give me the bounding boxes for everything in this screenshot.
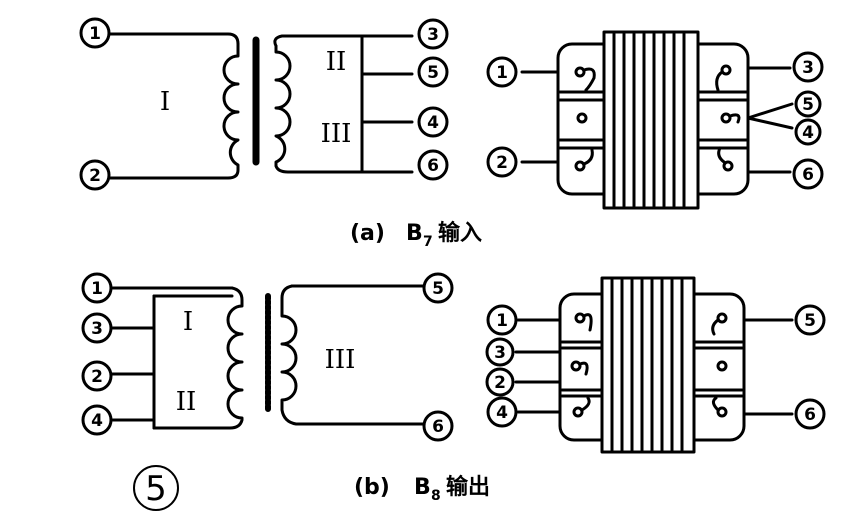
terminal-label: 6 xyxy=(804,405,816,425)
terminal-label: 3 xyxy=(494,343,506,363)
terminal-label: 3 xyxy=(802,58,814,78)
terminal-6-a xyxy=(417,149,449,181)
terminal-label: 3 xyxy=(91,319,103,339)
terminal-3-a xyxy=(417,18,449,50)
terminal-labels-core-a: 1 2 3 5 4 6 xyxy=(496,58,814,185)
terminal-label: 6 xyxy=(802,165,814,185)
winding-ii-iii-coil-a xyxy=(273,34,414,48)
terminal-label: 1 xyxy=(91,279,103,299)
core-view-a xyxy=(520,30,794,210)
laminated-core-b xyxy=(600,276,696,454)
winding-label: II xyxy=(176,387,197,417)
figure-number: 5 xyxy=(133,465,179,511)
winding-i-coil-a xyxy=(108,32,240,46)
terminal-label: 4 xyxy=(802,123,814,143)
terminal-label: 6 xyxy=(432,417,444,437)
terminal-label: 2 xyxy=(89,166,101,186)
terminal-label: 1 xyxy=(89,24,101,44)
terminal-1-a xyxy=(79,17,111,49)
terminal-5-a xyxy=(417,56,449,88)
winding-label: II xyxy=(326,47,347,77)
figure-number-label: 5 xyxy=(145,469,167,509)
caption-text: 输出 xyxy=(446,474,490,500)
winding-label: III xyxy=(325,345,356,375)
laminated-core-a xyxy=(602,30,700,210)
terminal-label: 5 xyxy=(432,279,444,299)
core-view-b xyxy=(514,276,794,454)
caption-b: (b) B 8 输出 xyxy=(354,474,490,504)
terminal-label: 5 xyxy=(802,95,814,115)
terminal-labels-core-b: 1 3 2 4 5 6 xyxy=(494,311,816,425)
caption-prefix: B xyxy=(406,221,423,246)
terminal-label: 1 xyxy=(496,63,508,83)
terminal-labels-schematic-b: 1 3 2 4 5 6 I II III xyxy=(91,279,444,437)
terminal-label: 4 xyxy=(91,411,103,431)
terminal-2-a xyxy=(79,159,111,191)
winding-label: III xyxy=(321,119,352,149)
winding-label: I xyxy=(183,307,193,337)
terminals-core-a xyxy=(486,51,824,190)
winding-label: I xyxy=(160,87,170,117)
terminals-schematic-b xyxy=(81,272,454,442)
terminal-label: 1 xyxy=(496,311,508,331)
terminal-label: 2 xyxy=(496,153,508,173)
caption-subscript: 8 xyxy=(431,488,441,504)
terminal-label: 2 xyxy=(91,367,103,387)
schematic-b xyxy=(110,284,426,430)
terminal-4-a xyxy=(417,106,449,138)
caption-subscript: 7 xyxy=(423,234,433,250)
caption-text: 输入 xyxy=(438,220,482,246)
terminal-label: 5 xyxy=(804,311,816,331)
terminal-label: 3 xyxy=(427,25,439,45)
terminal-label: 5 xyxy=(427,63,439,83)
terminal-label: 2 xyxy=(494,373,506,393)
schematic-a xyxy=(108,32,414,180)
terminal-label: 4 xyxy=(496,403,508,423)
terminal-labels-schematic-a: 1 2 3 5 4 6 I II III xyxy=(89,24,439,186)
terminal-label: 4 xyxy=(427,113,439,133)
caption-letter: (b) xyxy=(354,475,390,500)
terminals-core-b xyxy=(485,304,826,430)
caption-letter: (a) xyxy=(350,221,385,246)
terminals-schematic-a xyxy=(79,17,449,191)
caption-a: (a) B 7 输入 xyxy=(350,220,482,250)
caption-prefix: B xyxy=(414,475,431,500)
terminal-label: 6 xyxy=(427,156,439,176)
